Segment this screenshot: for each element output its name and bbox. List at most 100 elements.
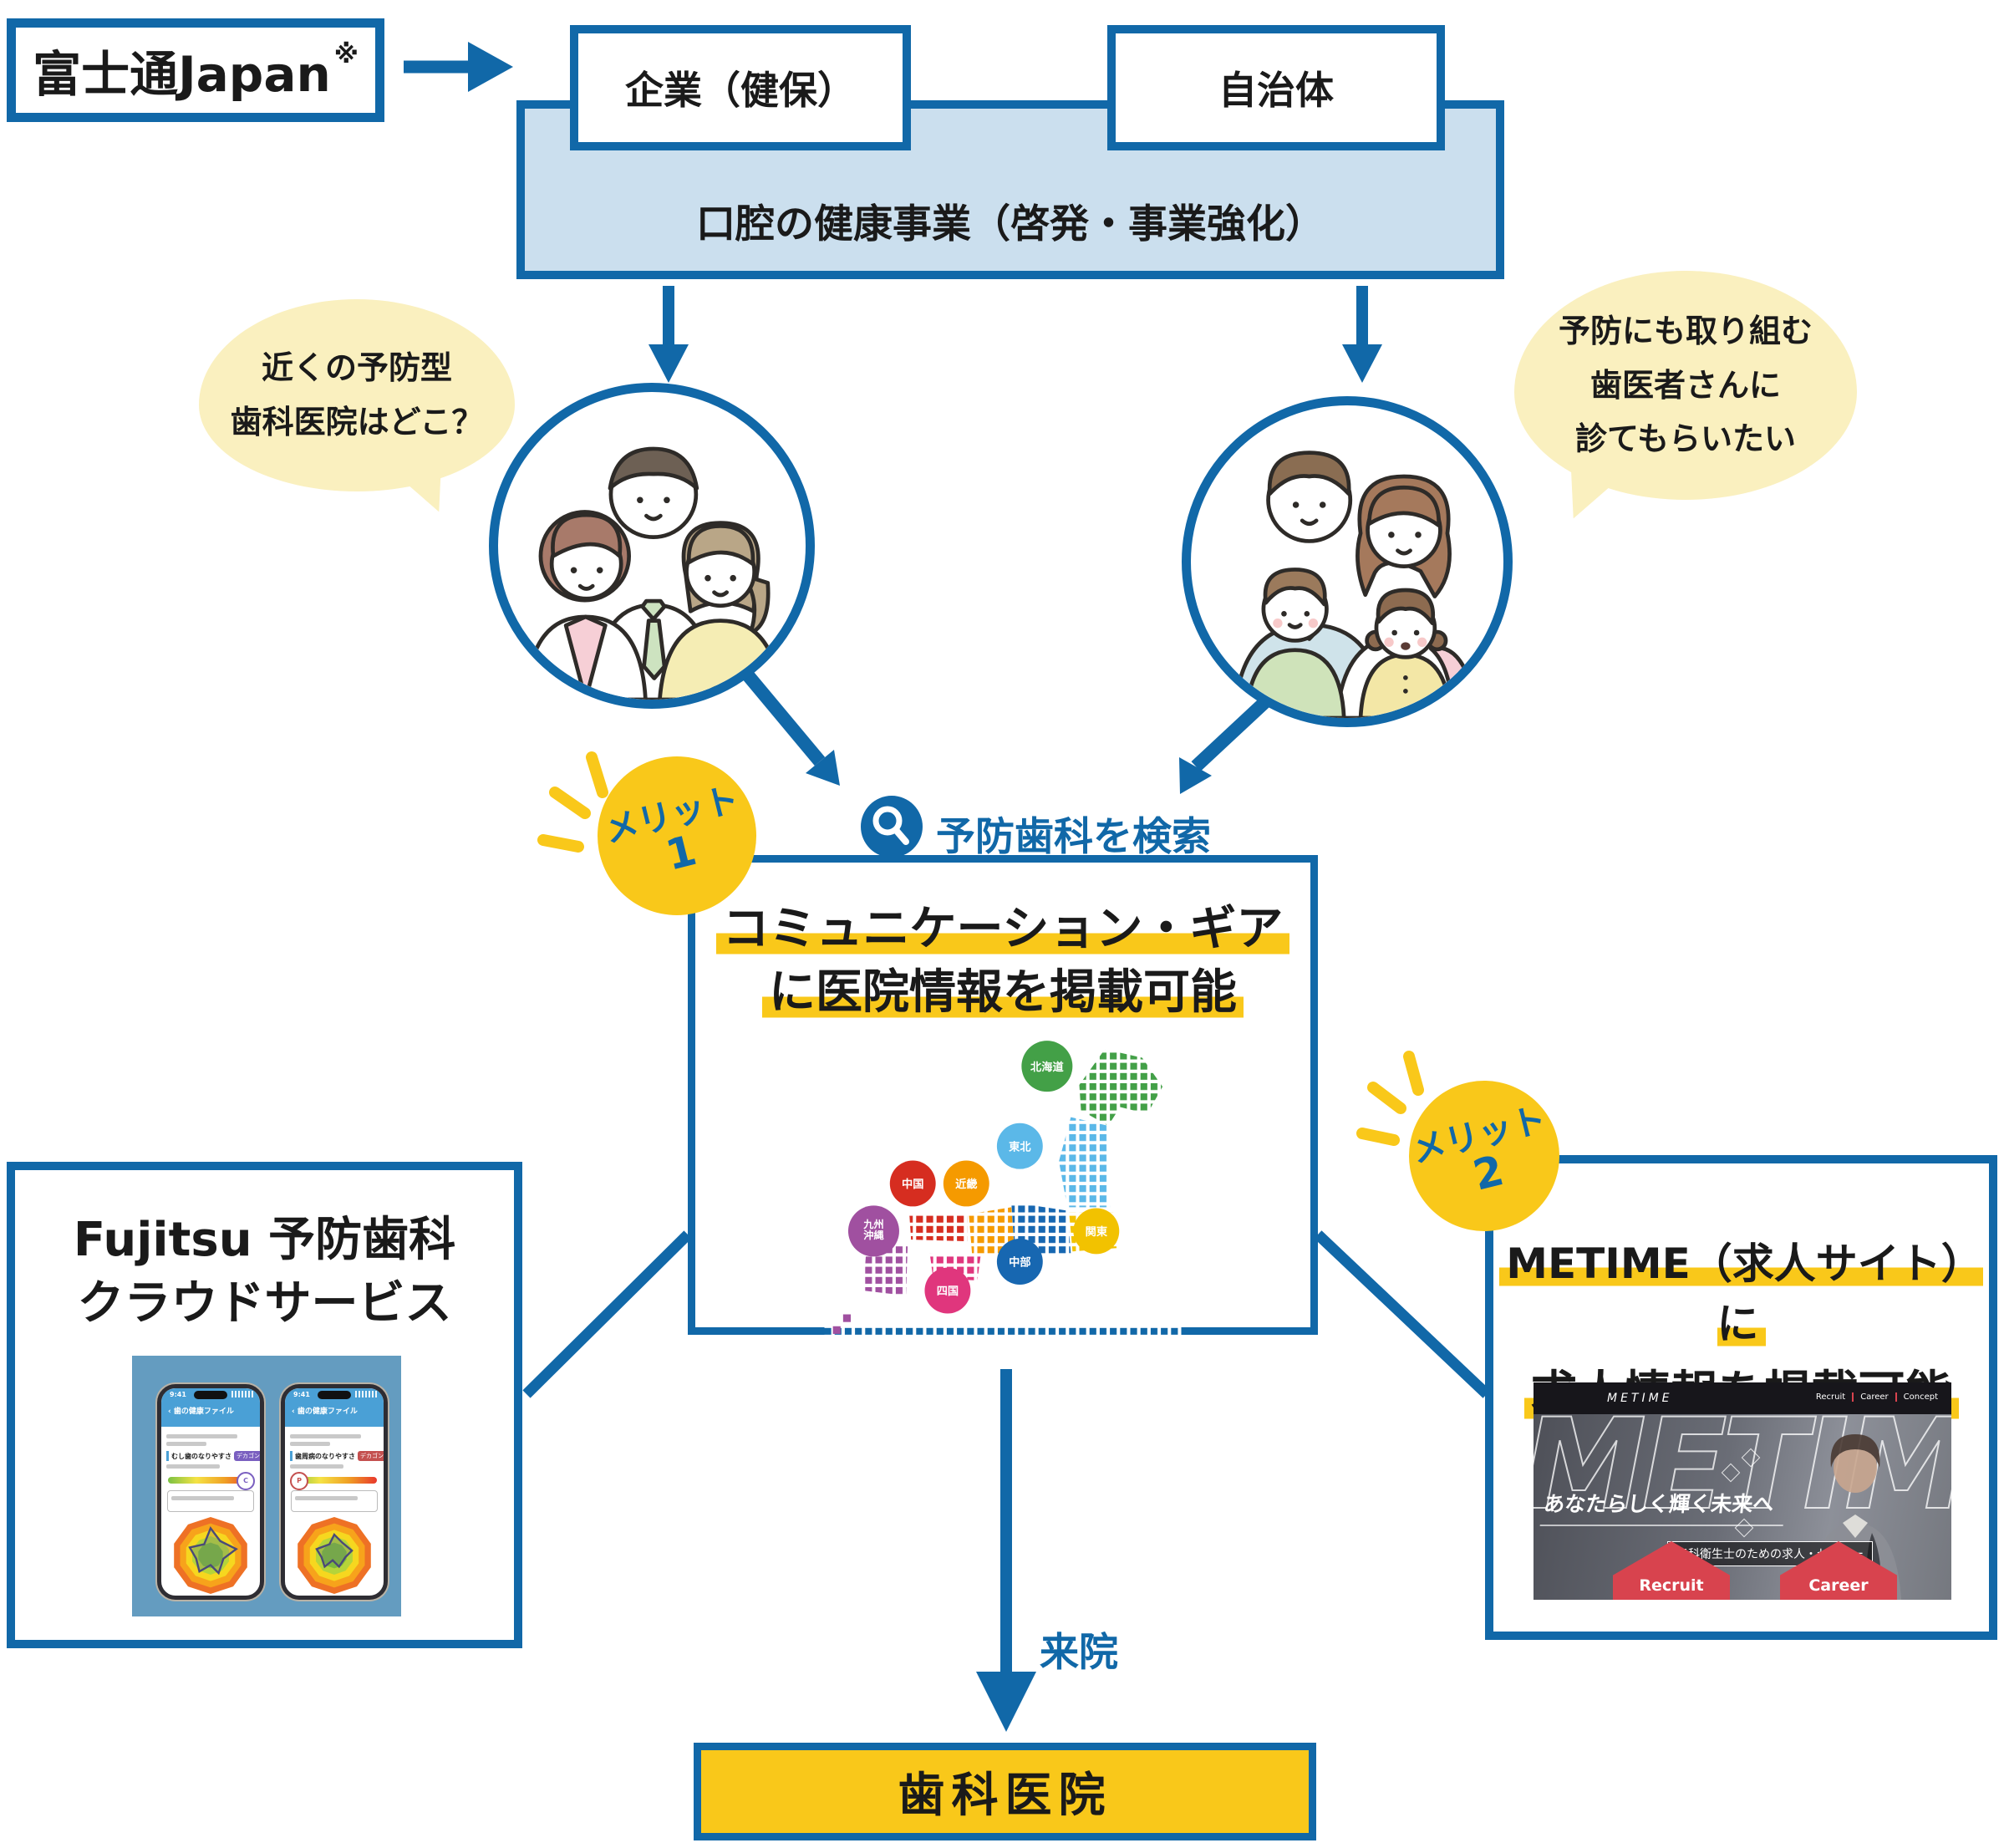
visit-label: 来院 [1040, 1630, 1118, 1676]
three-adults-icon [523, 446, 784, 700]
text-placeholder [290, 1464, 343, 1469]
bubble-right-line2: 歯医者さんに [1589, 366, 1781, 404]
employees-illustration [489, 383, 815, 709]
arrow-converge-left-icon [742, 670, 840, 786]
left-title-line1: Fujitsu 予防歯科 [73, 1213, 456, 1267]
text-placeholder [166, 1442, 206, 1446]
site-tagline: あなたらしく輝く未来へ [1539, 1488, 1788, 1526]
center-title-line1: コミュニケーション・ギア [715, 902, 1290, 956]
speech-bubble-left: 近くの予防型 歯科医院はどこ？ [199, 299, 515, 491]
nav-career: Career [1852, 1392, 1895, 1402]
map-region-label-shikoku: 四国 [937, 1285, 959, 1298]
advice-box [291, 1490, 378, 1512]
status-time: 9:41 [293, 1391, 310, 1398]
site-header: METIME Recruit Career Concept [1534, 1382, 1951, 1414]
phone-mockup-2: 9:41 ‹ 歯の健康ファイル 歯周病のなりやすさ デカゴンP P [281, 1384, 388, 1600]
site-nav: Recruit Career Concept [1809, 1392, 1945, 1402]
communication-gear-box: コミュニケーション・ギア に医院情報を掲載可能 北海道東北中国 近畿関東中部四国 九… [688, 855, 1318, 1339]
app-screen-title-text: 歯の健康ファイル [297, 1408, 358, 1416]
note-mark: ※ [333, 39, 359, 69]
speech-bubble-right: 予防にも取り組む 歯医者さんに 診てもらいたい [1514, 271, 1857, 500]
phone-notch [194, 1391, 227, 1399]
map-region-label-chubu: 中部 [1009, 1255, 1030, 1270]
status-icons [231, 1391, 253, 1397]
map-region-label-kyushu_okinawa: 九州沖縄 [862, 1218, 884, 1241]
map-okinawa-dot [832, 1326, 841, 1335]
map-region-label-hokkaido: 北海道 [1030, 1060, 1064, 1074]
municipality-box: 自治体 [1107, 25, 1445, 150]
center-box-title: コミュニケーション・ギア に医院情報を掲載可能 [695, 898, 1310, 1024]
phone-notch [318, 1391, 351, 1399]
right-title-line1: METIME（求人サイト）に [1499, 1240, 1983, 1348]
text-placeholder [290, 1434, 361, 1438]
app-header: 9:41 ‹ 歯の健康ファイル [161, 1388, 260, 1427]
family-illustration [1182, 396, 1513, 727]
merit-1-badge: メリット 1 [598, 756, 756, 915]
right-box-title-line1: METIME（求人サイト）に [1493, 1230, 1989, 1351]
app-badge: デカゴンC [234, 1451, 260, 1461]
fujitsu-japan-box: 富士通Japan ※ [7, 18, 384, 122]
advice-box [167, 1490, 254, 1512]
map-region-label-chugoku: 中国 [902, 1177, 923, 1191]
risk-gauge: P [290, 1472, 377, 1490]
map-region-bubble-chugoku [889, 1160, 936, 1207]
app-section-label: むし歯のなりやすさ [171, 1452, 231, 1460]
app-screen-title-text: 歯の健康ファイル [173, 1408, 234, 1416]
left-box-title: Fujitsu 予防歯科 クラウドサービス [15, 1209, 514, 1335]
text-placeholder [290, 1442, 330, 1446]
bubble-right-line1: 予防にも取り組む [1558, 313, 1813, 350]
diagonal-right-connector [1314, 1230, 1491, 1398]
metime-logo: METIME [1607, 1392, 1673, 1405]
text-placeholder [166, 1464, 220, 1469]
map-region-bubble-kinki [943, 1160, 989, 1207]
dental-clinic-box: 歯科医院 [694, 1743, 1316, 1840]
radar-chart [174, 1517, 247, 1594]
app-screen-title: ‹ 歯の健康ファイル [168, 1408, 234, 1416]
metime-box: METIME（求人サイト）に 求人情報を掲載可能 METIME Recruit … [1485, 1155, 1997, 1640]
bubble-right-line3: 診てもらいたい [1574, 420, 1797, 458]
map-region-label-kinki: 近畿 [955, 1177, 977, 1191]
map-region-bubble-tohoku [996, 1123, 1043, 1169]
sparkle-icon [537, 751, 1424, 1146]
app-screenshot-panel: 9:41 ‹ 歯の健康ファイル むし歯のなりやすさ デカゴンC C [132, 1356, 401, 1616]
arrow-down-left-icon [649, 286, 689, 383]
text-placeholder [166, 1434, 237, 1438]
search-icon [861, 796, 923, 858]
fujitsu-japan-label: 富士通Japan [33, 46, 331, 103]
family-of-four-icon [1232, 451, 1476, 718]
search-label: 予防歯科を検索 [936, 814, 1211, 860]
map-region-label-kanto: 関東 [1086, 1225, 1108, 1239]
dental-clinic-label: 歯科医院 [898, 1769, 1112, 1823]
arrow-right-icon [404, 42, 513, 92]
map-okinawa-dot [842, 1314, 852, 1322]
oral-health-banner-label: 口腔の健康事業（啓発・事業強化） [696, 201, 1325, 247]
center-title-line2: に医院情報を掲載可能 [762, 965, 1244, 1020]
map-region-bubble-shikoku [924, 1267, 971, 1314]
diagonal-left-connector [522, 1230, 692, 1398]
map-region-bubble-kyushu_okinawa [847, 1205, 899, 1257]
nav-recruit: Recruit [1815, 1392, 1846, 1402]
arrow-visit-icon [976, 1369, 1036, 1732]
map-region-label-tohoku: 東北 [1009, 1141, 1031, 1154]
map-region-bubble-hokkaido [1021, 1041, 1073, 1092]
company-kenpo-label: 企業（健保） [625, 68, 856, 113]
hero-outline-word: METIME [1534, 1414, 1951, 1539]
radar-chart [298, 1517, 371, 1594]
municipality-label: 自治体 [1218, 68, 1334, 113]
metime-site-screenshot: METIME Recruit Career Concept METIME [1534, 1382, 1951, 1600]
fujitsu-cloud-service-box: Fujitsu 予防歯科 クラウドサービス 9:41 ‹ 歯の健康ファイル [7, 1162, 522, 1648]
status-time: 9:41 [170, 1391, 186, 1398]
app-screen-title: ‹ 歯の健康ファイル [292, 1408, 358, 1416]
app-section-label: 歯周病のなりやすさ [295, 1452, 355, 1460]
risk-gauge: C [168, 1472, 255, 1490]
map-region-bubble-kanto [1073, 1208, 1120, 1255]
merit-2-badge: メリット 2 [1407, 1081, 1559, 1231]
app-header: 9:41 ‹ 歯の健康ファイル [285, 1388, 384, 1427]
left-title-line2: クラウドサービス [77, 1275, 452, 1331]
app-badge: デカゴンP [358, 1451, 384, 1461]
site-hero: METIME あなたらしく輝く未来へ 歯科衛生士のための求人・セミナー Recr… [1534, 1414, 1951, 1600]
arrow-down-right-icon [1342, 286, 1382, 383]
